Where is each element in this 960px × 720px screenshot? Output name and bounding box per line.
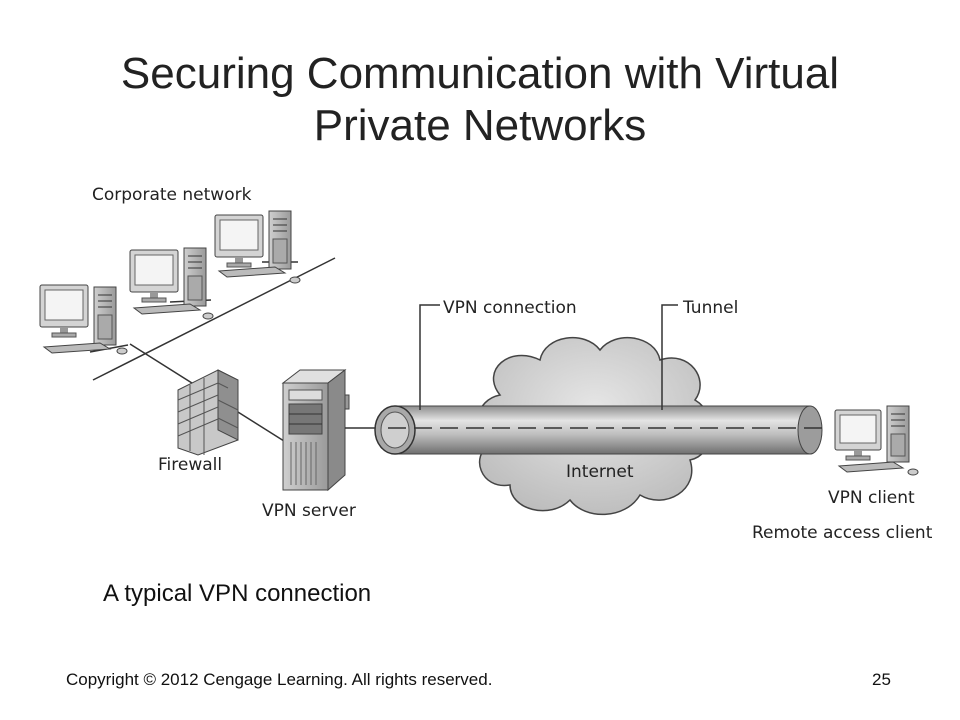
label-vpn-server: VPN server <box>262 501 356 521</box>
label-vpn-connection: VPN connection <box>443 298 577 318</box>
corporate-computer-3 <box>214 210 301 284</box>
page-number: 25 <box>872 670 891 689</box>
vpn-tunnel <box>374 405 830 455</box>
corporate-computer-1 <box>39 284 128 355</box>
callout-lines <box>419 304 678 410</box>
slide-title: Securing Communication with Virtual Priv… <box>120 49 840 150</box>
copyright-footer: Copyright © 2012 Cengage Learning. All r… <box>66 670 493 689</box>
label-tunnel: Tunnel <box>682 298 738 318</box>
corporate-computer-2 <box>129 247 214 320</box>
label-corporate-network: Corporate network <box>92 185 252 205</box>
firewall <box>177 369 239 456</box>
vpn-server <box>281 368 350 492</box>
label-internet: Internet <box>566 462 634 482</box>
label-firewall: Firewall <box>158 455 222 475</box>
figure-caption: A typical VPN connection <box>103 580 372 607</box>
label-remote-access-client: Remote access client <box>752 523 933 543</box>
vpn-client-computer <box>834 405 919 476</box>
label-vpn-client: VPN client <box>828 488 915 508</box>
